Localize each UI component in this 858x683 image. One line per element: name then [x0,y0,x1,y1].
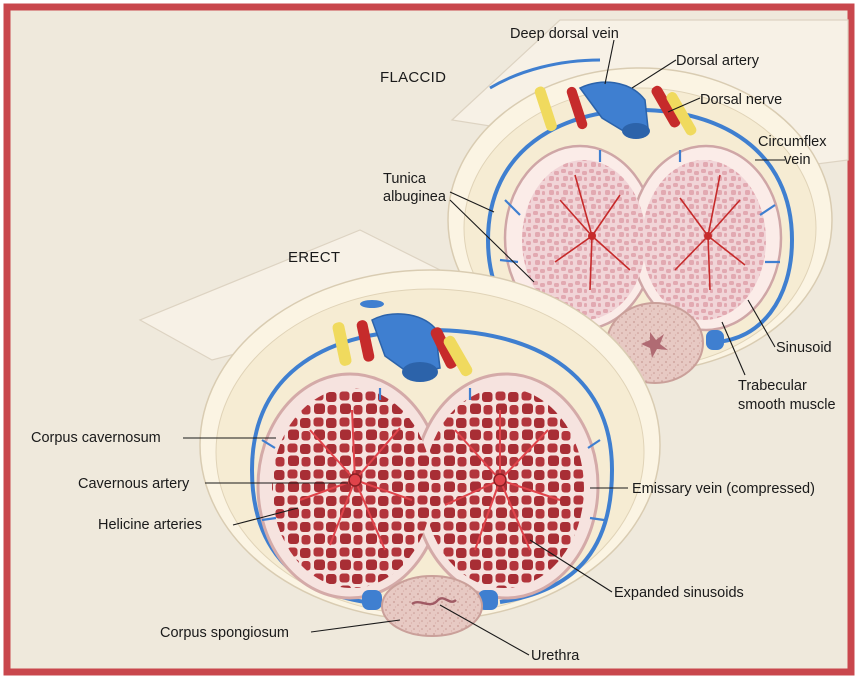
label-tunica-line1: Tunica [383,171,427,187]
label-emissary-vein: Emissary vein (compressed) [632,481,815,497]
label-sinusoid: Sinusoid [776,340,832,356]
label-expanded-sinusoids: Expanded sinusoids [614,585,744,601]
erect-corpus-spongiosum [382,576,482,636]
label-trabecular-line2: smooth muscle [738,397,836,413]
label-dorsal-artery: Dorsal artery [676,53,760,69]
label-cavernous-artery: Cavernous artery [78,476,190,492]
erect-vein-bottom-left [362,590,382,610]
flaccid-cavernous-artery-right [704,232,712,240]
title-flaccid: FLACCID [380,69,446,86]
erect-cavernous-artery-left [349,474,361,486]
label-corpus-spongiosum: Corpus spongiosum [160,625,289,641]
erect-deep-dorsal-vein-lumen [402,362,438,382]
label-tunica-line2: albuginea [383,189,447,205]
label-helicine-arteries: Helicine arteries [98,517,202,533]
title-erect: ERECT [288,249,340,266]
label-corpus-cavernosum: Corpus cavernosum [31,430,161,446]
label-circumflex-vein-line1: Circumflex [758,134,827,150]
flaccid-vein-bottom-right [706,330,724,350]
label-urethra: Urethra [531,648,580,664]
flaccid-deep-dorsal-vein-lumen [622,123,650,139]
erect-cavernous-artery-right [494,474,506,486]
flaccid-cavernous-artery-left [588,232,596,240]
label-trabecular-line1: Trabecular [738,378,807,394]
label-dorsal-nerve: Dorsal nerve [700,92,782,108]
label-deep-dorsal-vein: Deep dorsal vein [510,26,619,42]
erect-superficial-vein [360,300,384,308]
label-circumflex-vein-line2: vein [784,152,811,168]
